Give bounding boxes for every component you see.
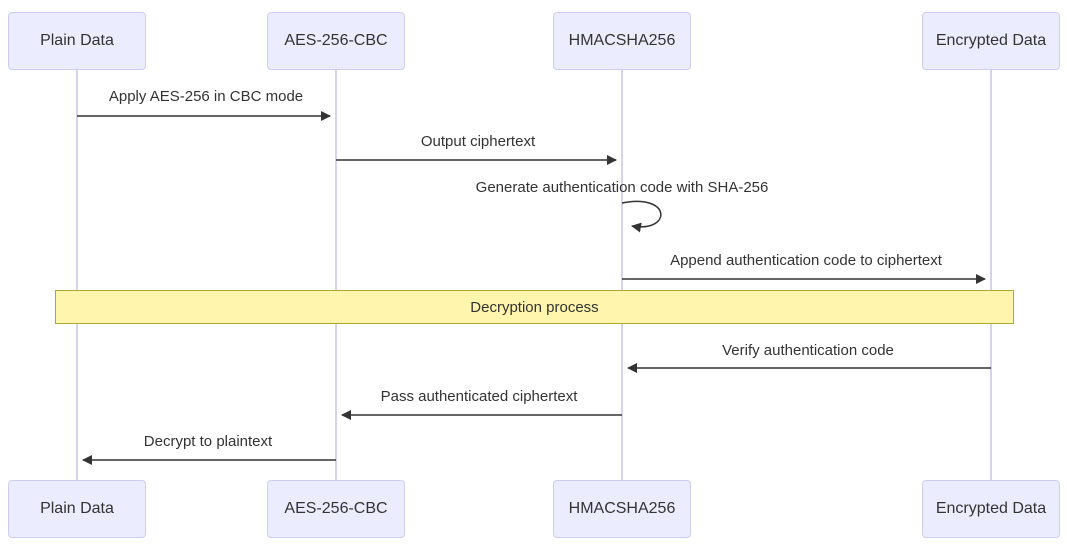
- message-label-verify-auth: Verify authentication code: [722, 342, 894, 359]
- actor-top-plain-data: Plain Data: [8, 12, 146, 70]
- actor-bottom-hmacsha256: HMACSHA256: [553, 480, 691, 538]
- actor-bottom-plain-data: Plain Data: [8, 480, 146, 538]
- divider-decryption-process: Decryption process: [55, 290, 1014, 324]
- message-label-append-auth: Append authentication code to ciphertext: [670, 252, 942, 269]
- message-label-generate-auth: Generate authentication code with SHA-25…: [475, 179, 769, 196]
- actor-top-aes-256-cbc: AES-256-CBC: [267, 12, 405, 70]
- actor-top-hmacsha256: HMACSHA256: [553, 12, 691, 70]
- message-label-output-cipher: Output ciphertext: [420, 133, 536, 150]
- actor-bottom-encrypted-data: Encrypted Data: [922, 480, 1060, 538]
- message-label-decrypt: Decrypt to plaintext: [143, 433, 273, 450]
- actor-bottom-aes-256-cbc: AES-256-CBC: [267, 480, 405, 538]
- message-label-pass-cipher: Pass authenticated ciphertext: [380, 388, 578, 405]
- actor-top-encrypted-data: Encrypted Data: [922, 12, 1060, 70]
- arrow-self-loop-generate-auth: [621, 200, 662, 233]
- message-label-apply-aes: Apply AES-256 in CBC mode: [108, 88, 304, 105]
